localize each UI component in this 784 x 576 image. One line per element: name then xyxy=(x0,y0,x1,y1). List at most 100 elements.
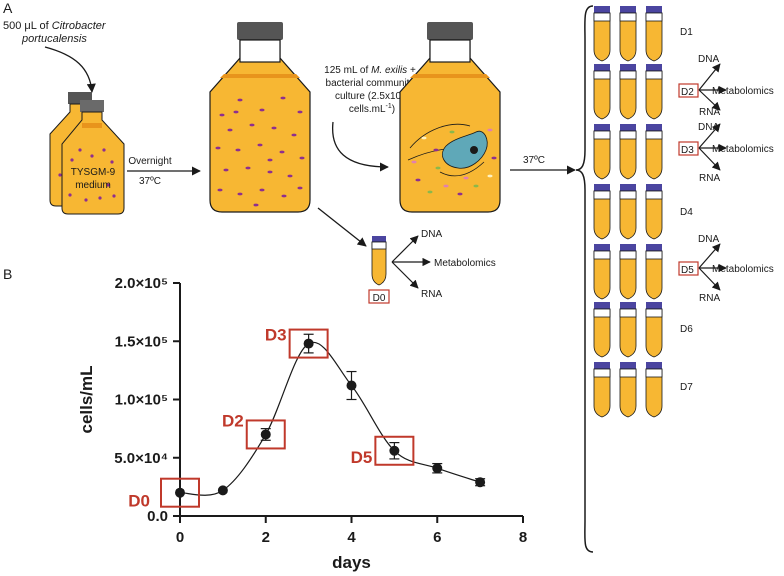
tube-d3-1 xyxy=(593,124,611,180)
tube-d4-3 xyxy=(645,184,663,240)
annotation-box-d2 xyxy=(245,419,286,450)
y-tick-label: 1.5×10⁵ xyxy=(115,333,168,350)
y-tick-label: 2.0×10⁵ xyxy=(115,275,168,292)
data-point xyxy=(432,463,443,474)
d5-output-dna: DNA xyxy=(698,234,719,245)
tube-d4-2 xyxy=(619,184,637,240)
d0-output-rna: RNA xyxy=(421,289,442,300)
d2-box xyxy=(678,83,699,98)
tube-d4-1 xyxy=(593,184,611,240)
d3-output-rna: RNA xyxy=(699,173,720,184)
x-axis-label: days xyxy=(332,553,371,572)
large-flask-coculture xyxy=(399,22,501,213)
row-label-d5: D5 xyxy=(681,265,694,276)
annotation-label-d3: D3 xyxy=(265,326,287,345)
row-label-d4: D4 xyxy=(680,207,693,218)
growth-curve xyxy=(179,341,481,496)
addition-text-line1: 125 mL of M. exilis + xyxy=(324,65,416,76)
days-bracket xyxy=(575,5,594,553)
tube-d6-2 xyxy=(619,302,637,358)
y-tick-label: 5.0×10⁴ xyxy=(114,450,168,467)
addition-text-line4: cells.mL-1) xyxy=(349,103,395,115)
data-point xyxy=(175,487,185,498)
tube-d3-3 xyxy=(645,124,663,180)
tube-d1-3 xyxy=(645,6,663,62)
x-tick-label: 6 xyxy=(433,529,441,546)
addition-text-line2: bacterial community xyxy=(326,78,415,89)
row-label-d6: D6 xyxy=(680,324,693,335)
annotation-box-d3 xyxy=(288,328,329,359)
x-tick-label: 4 xyxy=(347,529,356,546)
tube-d2-2 xyxy=(619,64,637,120)
tube-d6-3 xyxy=(645,302,663,358)
data-point xyxy=(260,429,271,440)
small-flask-front xyxy=(58,100,125,215)
inoculum-text-line2: portucalensis xyxy=(21,33,87,45)
data-point xyxy=(217,485,228,496)
d0-box xyxy=(368,289,390,304)
tube-d0 xyxy=(371,236,387,286)
annotation-label-d2: D2 xyxy=(222,411,244,430)
d2-outputs xyxy=(698,63,727,111)
d5-outputs xyxy=(698,243,727,291)
medium-label-line1: TYSGM-9 xyxy=(71,167,116,178)
tube-d5-1 xyxy=(593,244,611,300)
d0-outputs xyxy=(391,235,431,289)
tube-d7-3 xyxy=(645,362,663,418)
inoculum-arrow xyxy=(44,46,96,93)
tube-d3-2 xyxy=(619,124,637,180)
annotation-label-d5: D5 xyxy=(351,448,373,467)
annotation-box-d0 xyxy=(160,477,200,508)
temp-label-2: 37ºC xyxy=(523,155,545,166)
row-label-d3: D3 xyxy=(681,145,694,156)
tube-d1-2 xyxy=(619,6,637,62)
row-label-d7: D7 xyxy=(680,382,693,393)
d3-output-metabolomics: Metabolomics xyxy=(712,144,774,155)
panel-a-label: A xyxy=(3,0,13,16)
tube-grid xyxy=(593,6,663,418)
sampling-arrow-d0 xyxy=(317,207,367,247)
tube-d5-3 xyxy=(645,244,663,300)
row-label-d1: D1 xyxy=(680,27,693,38)
data-point xyxy=(389,445,400,456)
data-point xyxy=(475,477,486,488)
d5-output-rna: RNA xyxy=(699,293,720,304)
tube-d5-2 xyxy=(619,244,637,300)
y-tick-label: 1.0×10⁵ xyxy=(115,392,168,409)
d5-box xyxy=(678,261,699,276)
d3-box xyxy=(678,141,699,156)
d3-output-dna: DNA xyxy=(698,122,719,133)
large-flask-bacteria xyxy=(209,22,311,213)
x-tick-label: 8 xyxy=(519,529,527,546)
tube-d7-2 xyxy=(619,362,637,418)
tube-d2-3 xyxy=(645,64,663,120)
medium-label-line2: medium xyxy=(75,180,111,191)
d0-output-metabolomics: Metabolomics xyxy=(434,258,496,269)
d2-output-metabolomics: Metabolomics xyxy=(712,86,774,97)
tube-d2-1 xyxy=(593,64,611,120)
d0-output-dna: DNA xyxy=(421,229,442,240)
addition-text-line3: culture (2.5x105 xyxy=(335,90,405,102)
tube-d1-1 xyxy=(593,6,611,62)
panel-b-label: B xyxy=(3,266,12,282)
d0-label: D0 xyxy=(373,293,386,304)
temp-label-1: 37ºC xyxy=(139,176,161,187)
tube-d6-1 xyxy=(593,302,611,358)
growth-chart: 0 2 4 6 8 0.0 5.0×10⁴ 1.0×10⁵ 1.5×10⁵ 2.0×10⁵ days… xyxy=(77,275,527,572)
inoculum-text-line1: 500 μL of Citrobacter xyxy=(3,20,107,32)
tube-d7-1 xyxy=(593,362,611,418)
addition-arrow xyxy=(332,121,389,172)
x-tick-label: 0 xyxy=(176,529,184,546)
row-label-d2: D2 xyxy=(681,87,694,98)
data-point xyxy=(346,380,357,391)
d2-output-dna: DNA xyxy=(698,54,719,65)
data-point xyxy=(303,338,314,349)
y-tick-label: 0.0 xyxy=(147,508,168,525)
d3-outputs xyxy=(698,123,727,171)
y-axis-label: cells/mL xyxy=(77,365,96,433)
annotation-label-d0: D0 xyxy=(128,492,150,511)
x-tick-label: 2 xyxy=(262,529,270,546)
d5-output-metabolomics: Metabolomics xyxy=(712,264,774,275)
d2-output-rna: RNA xyxy=(699,107,720,118)
